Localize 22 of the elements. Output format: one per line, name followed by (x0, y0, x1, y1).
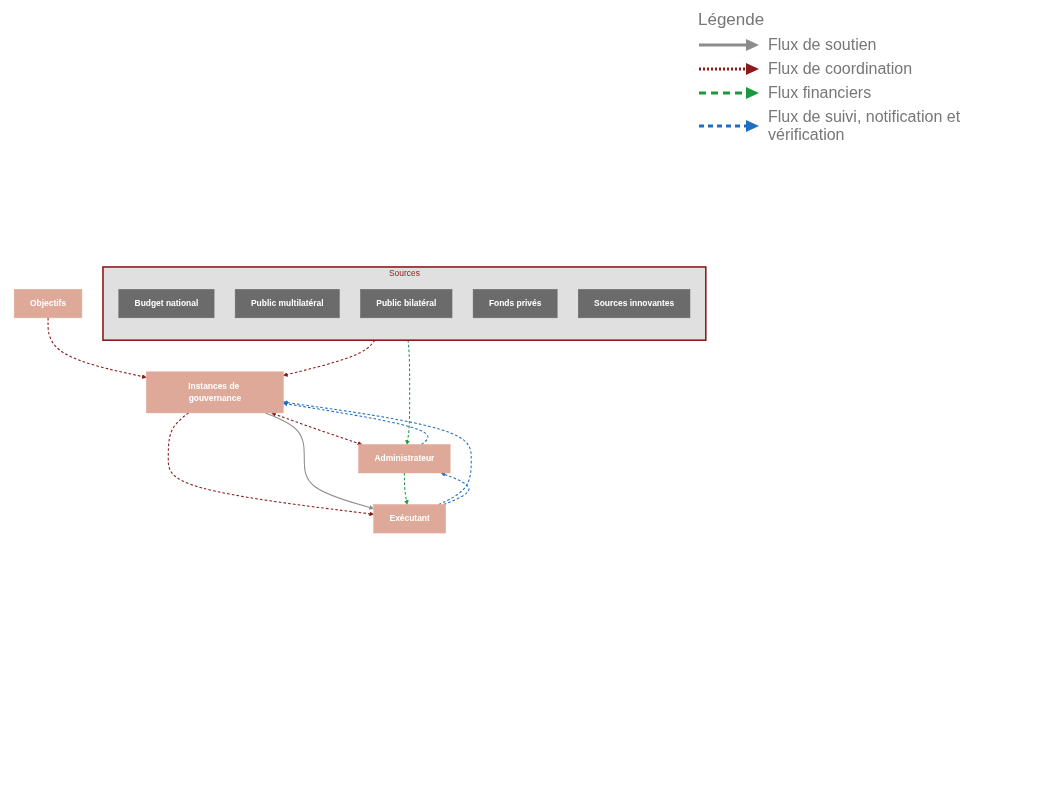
arrow (283, 400, 472, 506)
node-box: Administrateur (358, 444, 451, 474)
node-box: Budget national (118, 289, 215, 319)
node-box: Fonds privés (472, 289, 558, 319)
node-box: Public multilatéral (234, 289, 340, 319)
node-box: Sources innovantes (578, 289, 691, 319)
arrow (440, 472, 470, 506)
legend-text: Flux de suivi, notification et vérification (768, 108, 962, 144)
arrow (405, 339, 411, 445)
node-box: Instances de gouvernance (146, 371, 284, 414)
node-box: Objectifs (13, 289, 83, 319)
arrow (47, 317, 147, 379)
node-box: Exécutant (373, 504, 446, 534)
node-box: Public bilatéral (360, 289, 453, 319)
legend-text: Flux de soutien (768, 36, 877, 54)
arrow (167, 412, 374, 517)
legend-text: Flux financiers (768, 84, 872, 102)
legend-title: Légende (698, 10, 766, 30)
arrow (403, 472, 409, 505)
arrow (271, 412, 363, 446)
legend-text: Flux de coordination (768, 60, 913, 78)
arrow (283, 339, 376, 377)
